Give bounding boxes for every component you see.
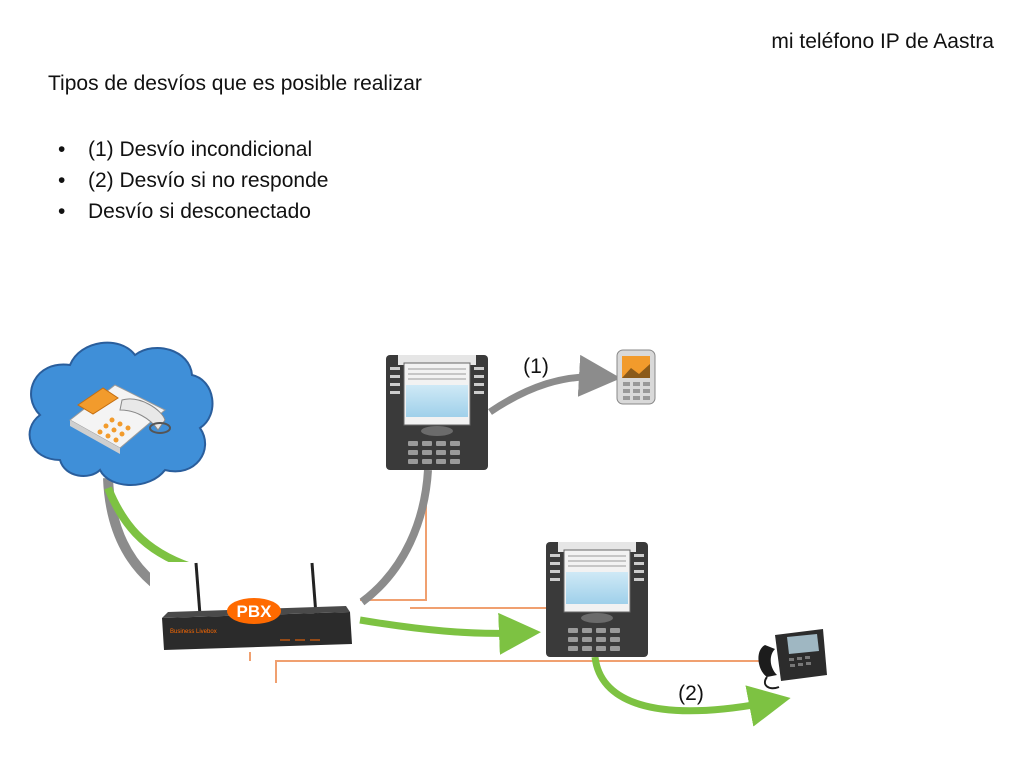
- section-heading: Tipos de desvíos que es posible realizar: [48, 72, 422, 95]
- list-item: •Desvío si desconectado: [58, 200, 311, 223]
- list-item: •(2) Desvío si no responde: [58, 169, 329, 192]
- pbx-badge: [227, 598, 281, 624]
- page-header-title: mi teléfono IP de Aastra: [771, 30, 994, 53]
- router-to-phone1-line: [359, 469, 432, 606]
- router-to-phone2-arrow: [359, 612, 541, 655]
- pbx-badge-label: PBX: [237, 602, 273, 621]
- unconditional-forward-arrow: [488, 354, 621, 415]
- forward-label-2: (2): [678, 682, 704, 705]
- no-answer-forward-arrow: [591, 656, 791, 727]
- ip-phone-icon: [546, 542, 648, 657]
- router-icon: Business Livebox PBX: [150, 562, 355, 652]
- mobile-phone-icon: [616, 349, 656, 405]
- forward-label-1: (1): [523, 355, 549, 378]
- forward-types-list: •(1) Desvío incondicional •(2) Desvío si…: [58, 134, 328, 227]
- analog-phone-icon: [758, 629, 827, 690]
- desk-phone-icon: [69, 384, 171, 454]
- list-item: •(1) Desvío incondicional: [58, 138, 313, 161]
- router-brand-text: Business Livebox: [170, 629, 217, 635]
- ip-phone-icon: [386, 355, 488, 470]
